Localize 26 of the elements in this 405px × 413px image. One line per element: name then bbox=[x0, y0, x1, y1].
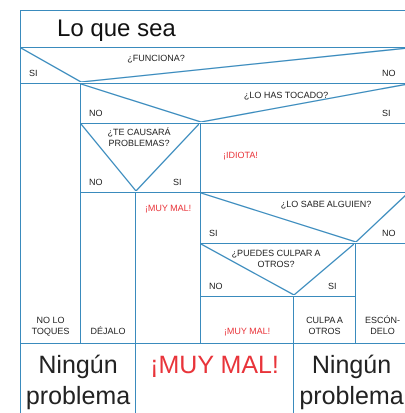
branch-label: SI bbox=[382, 108, 391, 119]
action-label: ¡IDIOTA! bbox=[223, 150, 258, 162]
action-label: DÉJALO bbox=[89, 326, 126, 337]
branch-label: SI bbox=[209, 228, 218, 239]
branch-label: NO bbox=[382, 228, 396, 239]
branch-label: SI bbox=[173, 176, 182, 188]
branch-label: SI bbox=[328, 280, 337, 292]
result-label: Ningún problema bbox=[298, 350, 405, 412]
action-label: ¡MUY MAL! bbox=[144, 203, 192, 214]
action-label: ¡MUY MAL! bbox=[222, 326, 272, 337]
action-label: CULPA A OTROS bbox=[305, 314, 344, 337]
result-label: ¡MUY MAL! bbox=[149, 350, 280, 381]
branch-label: NO bbox=[89, 176, 102, 188]
condition-label: ¿TE CAUSARÁ PROBLEMAS? bbox=[106, 127, 172, 150]
branch-label: SI bbox=[29, 68, 38, 79]
condition-label: ¿PUEDES CULPAR A OTROS? bbox=[230, 248, 322, 270]
condition-label: ¿FUNCIONA? bbox=[126, 53, 186, 64]
condition-label: ¿LO SABE ALGUIEN? bbox=[280, 199, 372, 210]
branch-label: NO bbox=[89, 108, 102, 119]
branch-label: NO bbox=[382, 68, 396, 79]
action-label: ESCÓN-DELO bbox=[364, 314, 401, 337]
condition-label: ¿LO HAS TOCADO? bbox=[242, 90, 330, 102]
title: Lo que sea bbox=[57, 14, 176, 44]
action-label: NO LO TOQUES bbox=[30, 314, 70, 337]
result-label: Ningún problema bbox=[24, 350, 132, 412]
branch-label: NO bbox=[209, 280, 222, 292]
